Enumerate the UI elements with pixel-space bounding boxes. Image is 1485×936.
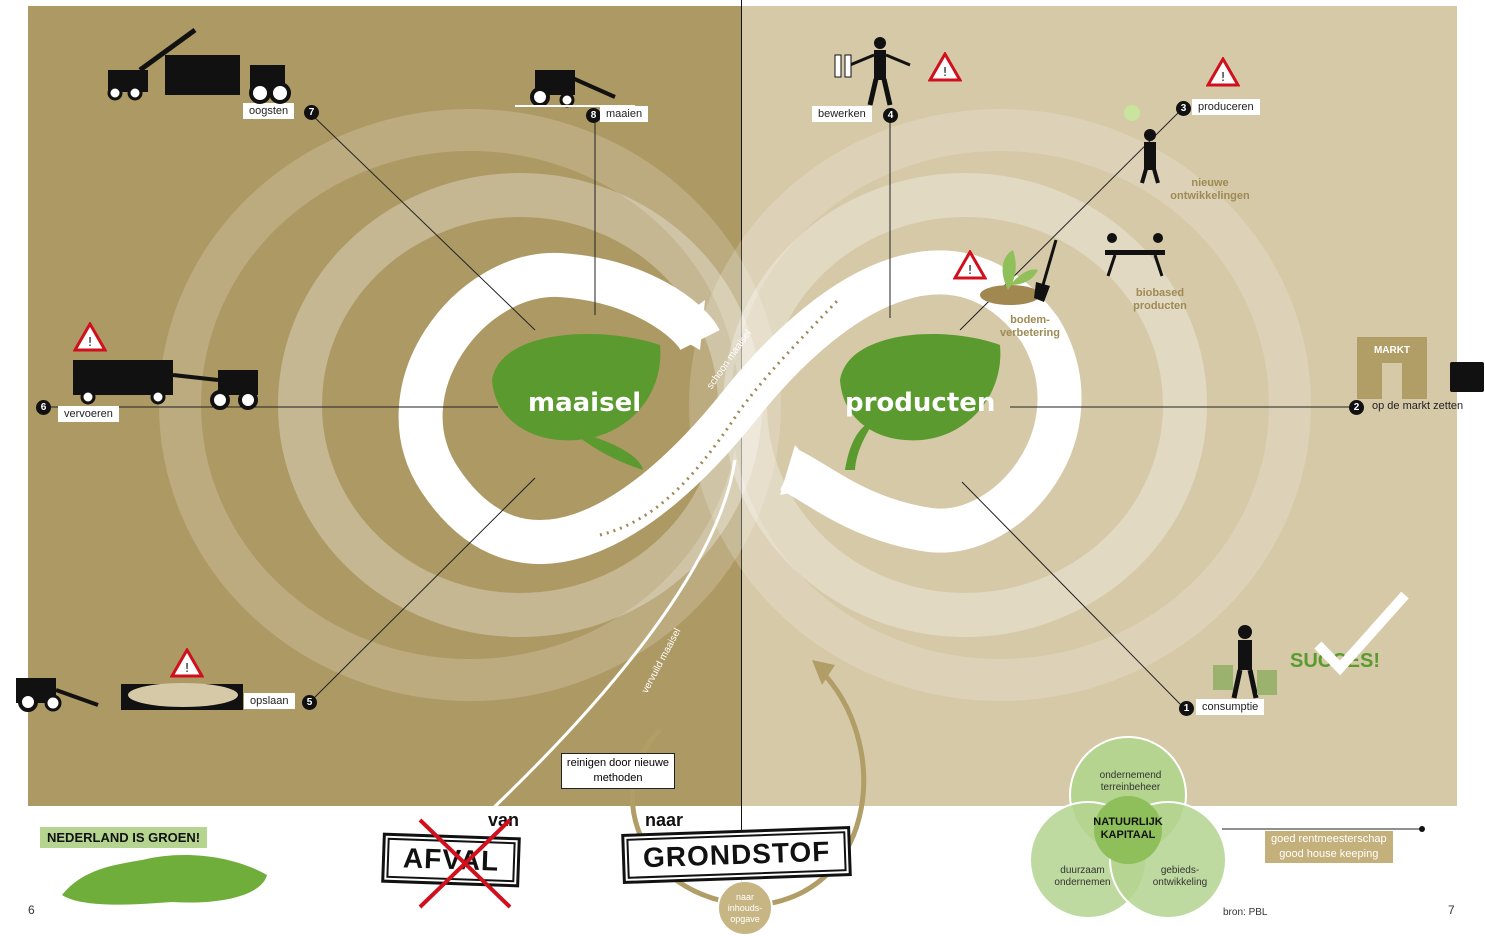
naar-label: naar	[645, 810, 684, 830]
delivery-truck-icon	[1450, 362, 1484, 392]
biobased-note: biobased producten	[1133, 287, 1187, 312]
new-developments-note: nieuwe ontwikkelingen	[1170, 177, 1250, 202]
reinigen-box: reinigen door nieuwe methoden	[561, 753, 675, 789]
step-3-number: 3	[1176, 101, 1191, 116]
venn-top-text: ondernemend terreinbeheer	[1099, 770, 1162, 793]
page-number-left: 6	[28, 903, 35, 917]
afval-cross-icon	[418, 818, 512, 909]
center-divider	[741, 0, 742, 933]
mower-tractor-icon	[515, 70, 635, 108]
inhoudsopgave-text: naar inhouds-opgave	[727, 891, 763, 924]
reinigen-text: reinigen door nieuwe methoden	[566, 757, 670, 784]
step-6-label: vervoeren	[58, 406, 119, 422]
worker-lab-icon	[834, 37, 911, 106]
step-1-number: 1	[1179, 701, 1194, 716]
market-door	[1382, 363, 1402, 399]
grondstof-stamp: GRONDSTOF	[621, 826, 853, 884]
netherlands-map-icon	[62, 855, 267, 905]
step-4-number: 4	[883, 108, 898, 123]
market-label: MARKT	[1373, 345, 1411, 356]
step-2-label: op de markt zetten	[1372, 400, 1464, 412]
step-5-label: opslaan	[244, 693, 295, 709]
inhoudsopgave-link[interactable]: naar inhouds-opgave	[717, 880, 773, 936]
step-3-label: produceren	[1192, 99, 1260, 115]
center-label-producten: producten	[845, 388, 996, 418]
step-2-number: 2	[1349, 400, 1364, 415]
storage-loader-icon	[16, 678, 243, 712]
warning-sign-icon-3: !	[928, 52, 962, 82]
consumer-shopping-icon	[1213, 625, 1277, 699]
worker-idea-icon	[1124, 105, 1160, 184]
step-4-label: bewerken	[812, 106, 872, 122]
stewardship-line-1: goed rentmeesterschap	[1271, 833, 1387, 845]
step-5-number: 5	[302, 695, 317, 710]
soil-improvement-note: bodem-verbetering	[1000, 314, 1060, 339]
grondstof-text: GRONDSTOF	[626, 831, 848, 879]
picnic-table-icon	[1105, 233, 1165, 277]
natural-capital-venn	[1029, 736, 1227, 919]
step-8-number: 8	[586, 108, 601, 123]
svg-text:!: !	[88, 335, 93, 349]
warning-sign-icon-2: !	[170, 648, 204, 678]
nl-green-banner: NEDERLAND IS GROEN!	[40, 827, 208, 848]
soil-plant-shovel-icon	[980, 239, 1058, 305]
svg-text:!: !	[1221, 70, 1226, 84]
svg-text:!: !	[968, 263, 973, 277]
harvester-icon	[107, 27, 291, 104]
transport-truck-icon	[73, 360, 258, 410]
checkmark-icon	[1314, 591, 1409, 676]
warning-sign-icon-1: !	[73, 322, 107, 352]
svg-text:!: !	[943, 65, 948, 79]
step-1-label: consumptie	[1196, 699, 1265, 715]
source-note: bron: PBL	[1223, 907, 1268, 918]
step-7-number: 7	[304, 105, 319, 120]
svg-text:!: !	[185, 661, 190, 675]
step-7-label: oogsten	[243, 103, 295, 119]
step-8-label: maaien	[600, 106, 649, 122]
stewardship-box: goed rentmeesterschap good house keeping	[1265, 831, 1393, 863]
venn-center-text: NATUURLIJK KAPITAAL	[1093, 816, 1163, 841]
page-number-right: 7	[1448, 903, 1455, 917]
venn-right-text: gebieds-ontwikkeling	[1152, 865, 1208, 888]
market-building: MARKT	[1357, 337, 1427, 399]
step-6-number: 6	[36, 400, 51, 415]
venn-left-text: duurzaam ondernemen	[1054, 865, 1111, 888]
warning-sign-icon-5: !	[953, 250, 987, 280]
center-label-maaisel: maaisel	[528, 388, 642, 418]
warning-sign-icon-4: !	[1206, 57, 1240, 87]
stewardship-line-2: good house keeping	[1279, 848, 1379, 860]
van-label: van	[488, 810, 520, 830]
